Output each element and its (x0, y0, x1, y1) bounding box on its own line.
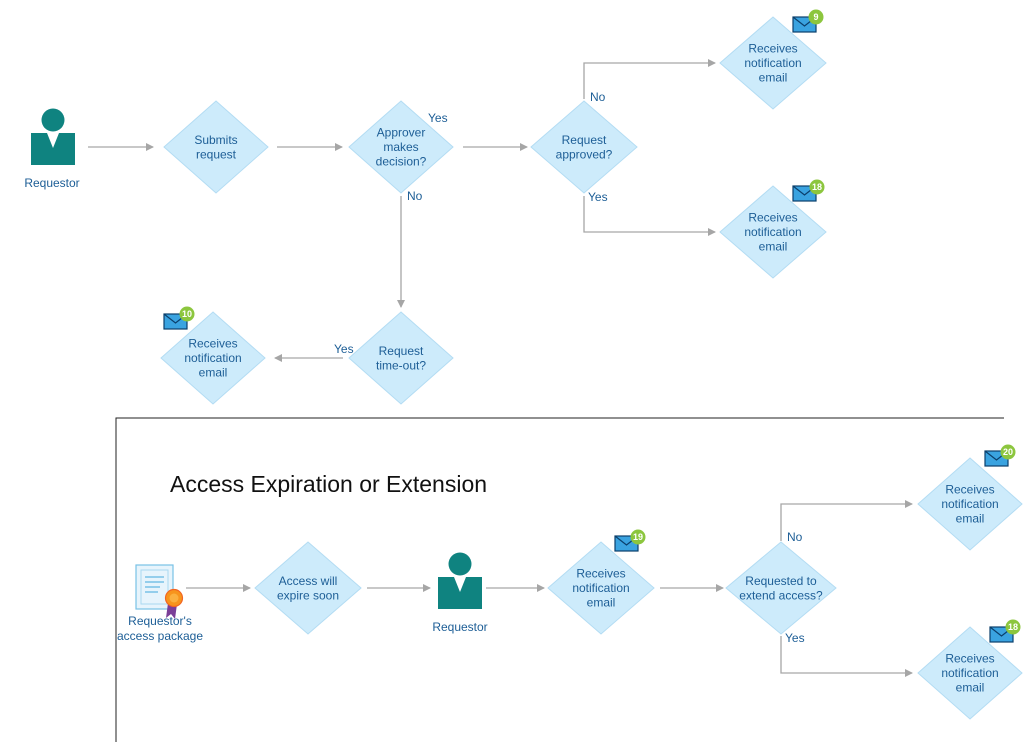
email-count-badge: 19 (630, 529, 646, 545)
label-extend-no: No (787, 530, 803, 544)
diamond-text-line: request (196, 147, 237, 161)
diamond-text-line: email (199, 366, 228, 380)
person-icon (31, 108, 75, 165)
diamond-shape (917, 457, 1023, 551)
requestor-label: Requestor (24, 176, 79, 190)
badge-number: 20 (1003, 447, 1013, 457)
diamond-text-line: email (956, 512, 985, 526)
diamond-text-line: Requested to (745, 574, 817, 588)
badge-number: 9 (813, 12, 818, 22)
diamond-text-line: Receives (748, 211, 797, 225)
requestor-label-bottom: Requestor (432, 620, 487, 634)
person-icon (438, 552, 482, 609)
edge-extend-no (780, 500, 913, 541)
email-count-badge: 9 (808, 9, 824, 25)
diamond-text-line: Receives (188, 337, 237, 351)
diamond-text-line: approved? (556, 147, 613, 161)
label-timeout-yes: Yes (334, 342, 354, 356)
diamond-shape (719, 16, 827, 110)
diamond-text-line: Request (562, 133, 607, 147)
diamond-text-line: Receives (576, 567, 625, 581)
badge-number: 18 (1008, 622, 1018, 632)
edge-approved-yes (583, 196, 716, 236)
edge-approved-no (583, 59, 716, 99)
diamond-shape (160, 311, 266, 405)
diamond-shape (725, 541, 837, 635)
diamond-text-line: email (759, 240, 788, 254)
diamond-shape (719, 185, 827, 279)
diamond-text-line: email (956, 681, 985, 695)
email-count-badge: 18 (1005, 619, 1021, 635)
diamond-text-line: expire soon (277, 588, 339, 602)
diamond-shape (917, 626, 1023, 720)
diamond-text-line: Access will (279, 574, 338, 588)
diamond-text-line: notification (184, 351, 241, 365)
label-approver-yes: Yes (428, 111, 448, 125)
badge-number: 18 (812, 182, 822, 192)
diamond-text-line: Request (379, 344, 424, 358)
label-extend-yes: Yes (785, 631, 805, 645)
access-package-label-line1: Requestor's (128, 614, 192, 628)
email-count-badge: 18 (809, 179, 825, 195)
diamond-text-line: notification (941, 666, 998, 680)
badge-number: 10 (182, 309, 192, 319)
badge-number: 19 (633, 532, 643, 542)
diamond-shape (530, 100, 638, 194)
diamond-text-line: time-out? (376, 358, 426, 372)
diamond-text-line: notification (744, 225, 801, 239)
section-frame (115, 417, 1004, 742)
diamond-shape (348, 311, 454, 405)
diamond-text-line: Receives (748, 42, 797, 56)
diamond-text-line: email (587, 596, 616, 610)
label-approved-no: No (590, 90, 606, 104)
edge-extend-yes (780, 636, 913, 677)
connectors (88, 59, 913, 677)
diamond-shape (254, 541, 362, 635)
diamond-text-line: notification (572, 581, 629, 595)
diamond-text-line: Approver (377, 126, 426, 140)
diamond-shape (348, 100, 454, 194)
section-title: Access Expiration or Extension (170, 471, 487, 497)
diamond-text-line: extend access? (739, 588, 823, 602)
diamond-text-line: notification (744, 56, 801, 70)
label-approver-no: No (407, 189, 423, 203)
label-approved-yes: Yes (588, 190, 608, 204)
diamond-text-line: Submits (194, 133, 237, 147)
email-count-badge: 10 (179, 306, 195, 322)
email-count-badge: 20 (1000, 444, 1016, 460)
diamond-text-line: Receives (945, 483, 994, 497)
diamond-text-line: notification (941, 497, 998, 511)
diamond-text-line: decision? (376, 155, 427, 169)
diamond-text-line: Receives (945, 652, 994, 666)
email-badges: 9 18 10 19 20 18 (163, 9, 1021, 643)
diamond-shape (547, 541, 655, 635)
diamond-shape (163, 100, 269, 194)
diamond-text-line: email (759, 71, 788, 85)
access-package-label-line2: access package (117, 629, 203, 643)
certificate-icon (135, 564, 184, 619)
diamond-text-line: makes (383, 140, 418, 154)
